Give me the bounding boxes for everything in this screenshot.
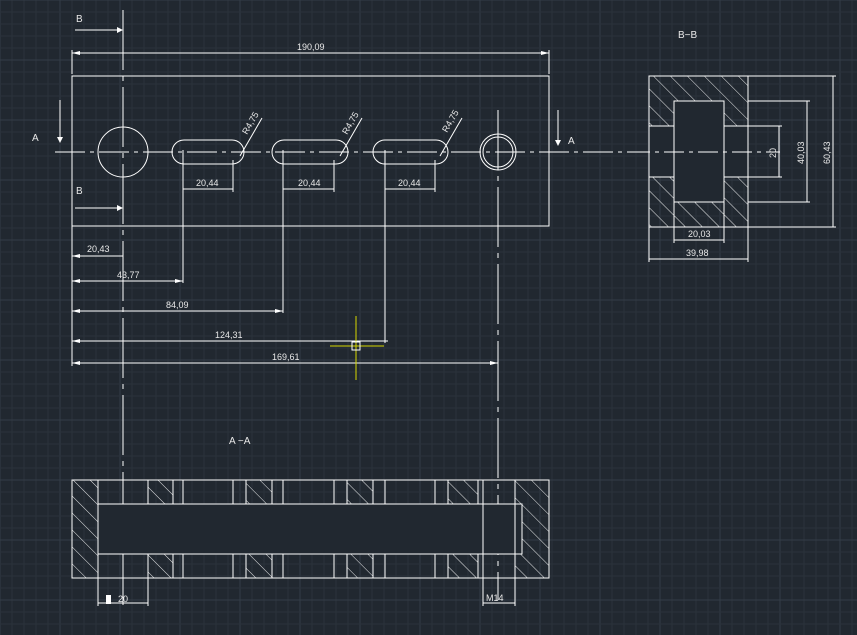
label-slot-radius-3: R4,75 [440, 108, 461, 134]
label-slot-len-2: 20,44 [298, 178, 321, 188]
label-dim-3: 84,09 [166, 300, 189, 310]
section-aa-view[interactable] [71, 479, 550, 606]
label-aa-left-dim: 20 [118, 594, 128, 604]
radius-leader-2 [339, 117, 363, 157]
label-bb-outer-width: 39,98 [686, 248, 709, 258]
top-view-outline[interactable] [71, 75, 550, 227]
label-bb-outer-height: 60,43 [822, 141, 832, 164]
label-section-aa-title: A −A [229, 436, 251, 447]
section-bb-view[interactable] [630, 75, 836, 262]
threaded-hole-inner[interactable] [482, 136, 514, 168]
label-section-a-right: A [568, 136, 575, 147]
aa-inner-cavity[interactable] [97, 503, 523, 555]
threaded-hole-outer[interactable] [479, 133, 517, 171]
label-overall-length: 190,09 [297, 42, 325, 52]
label-bb-mid-height: 40,03 [796, 141, 806, 164]
label-dim-4: 124,31 [215, 330, 243, 340]
radius-leader-1 [239, 117, 263, 157]
slot-1[interactable] [171, 139, 245, 165]
slot-2[interactable] [271, 139, 349, 165]
label-slot-len-3: 20,44 [398, 178, 421, 188]
label-section-b-bottom: B [76, 186, 83, 197]
label-section-bb-title: B−B [678, 30, 698, 41]
large-hole[interactable] [97, 126, 149, 178]
label-bb-inner-height: 20 [768, 148, 778, 158]
label-section-a-left: A [32, 133, 39, 144]
radius-leader-3 [439, 117, 463, 157]
label-aa-thread: M14 [486, 593, 504, 603]
aa-outline[interactable] [71, 479, 550, 579]
slot-3[interactable] [372, 139, 449, 165]
label-dim-1: 20,43 [87, 244, 110, 254]
label-slot-len-1: 20,44 [196, 178, 219, 188]
aa-hatch-left [72, 480, 98, 578]
label-dim-5: 169,61 [272, 352, 300, 362]
top-view[interactable] [55, 10, 640, 605]
label-dim-2: 43,77 [117, 270, 140, 280]
cad-cursor[interactable] [330, 316, 384, 380]
label-bb-inner-width: 20,03 [688, 229, 711, 239]
label-section-b-top: B [76, 14, 83, 25]
